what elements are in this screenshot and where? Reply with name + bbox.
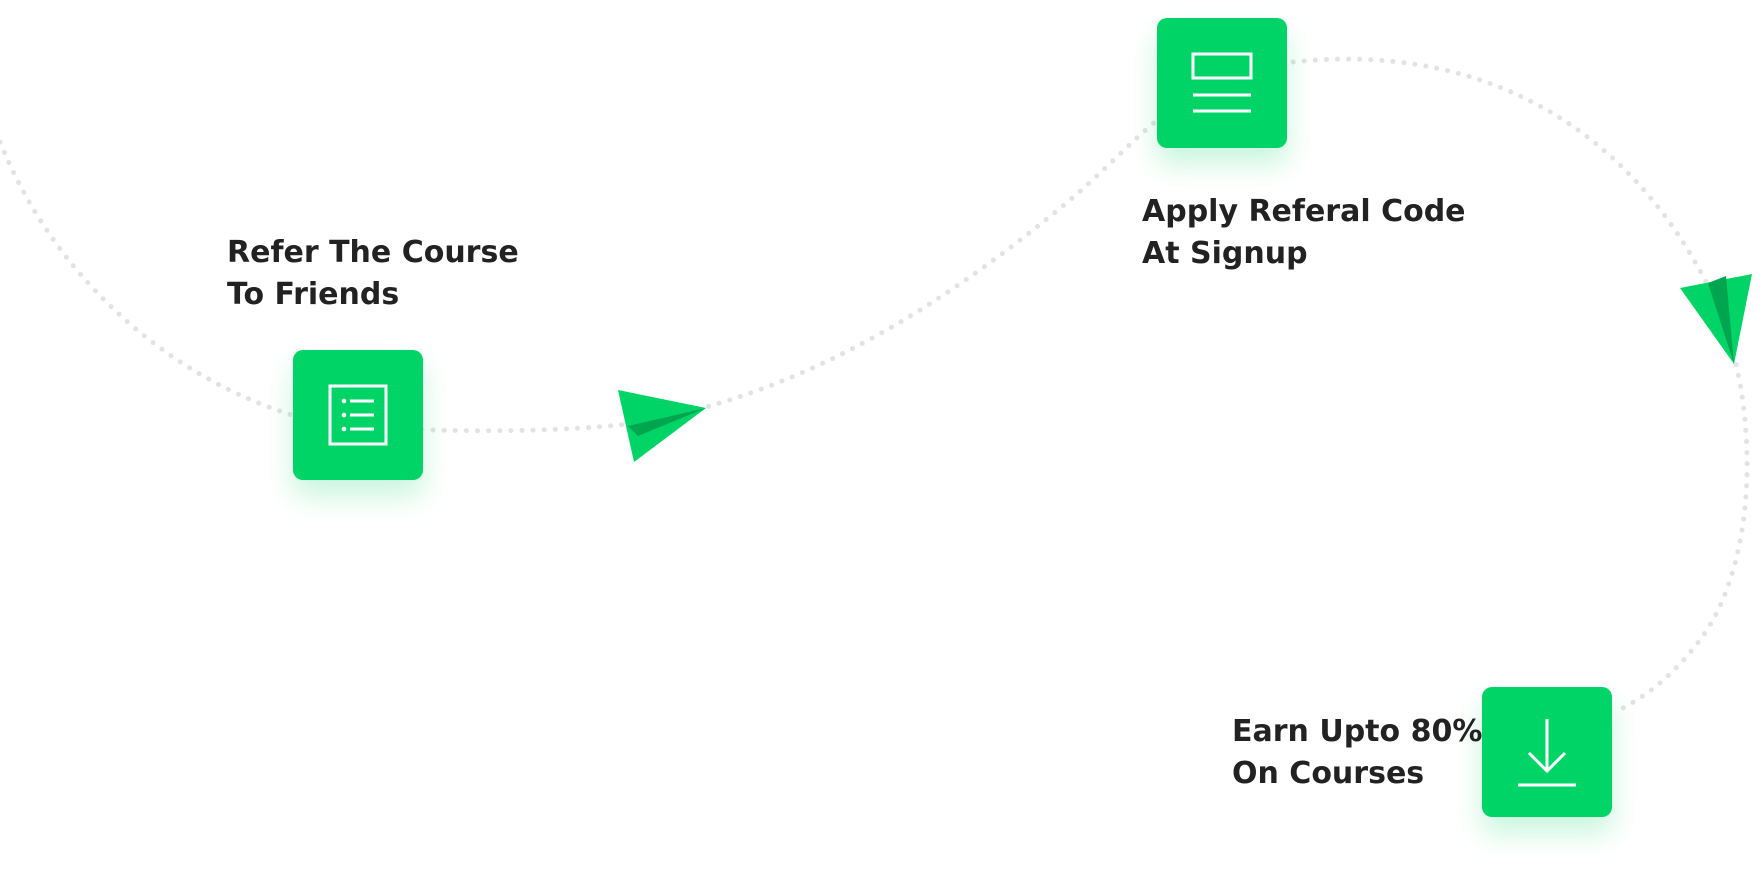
paper-plane-icon — [1680, 274, 1752, 364]
step-2-tile — [1157, 18, 1287, 148]
step-2-label: Apply Referal Code At Signup — [1142, 191, 1466, 275]
step-1-label: Refer The Course To Friends — [227, 232, 519, 316]
list-document-icon — [328, 384, 388, 446]
download-icon — [1518, 719, 1576, 787]
form-document-icon — [1191, 52, 1253, 113]
paper-plane-icon — [618, 390, 706, 462]
step-1-label-line-2: To Friends — [227, 277, 400, 312]
step-3-label: Earn Upto 80% On Courses — [1232, 711, 1482, 795]
step-3-tile — [1482, 687, 1612, 817]
step-1-tile — [293, 350, 423, 480]
step-3-label-line-1: Earn Upto 80% — [1232, 714, 1483, 749]
step-1-label-line-1: Refer The Course — [227, 235, 519, 270]
step-3-label-line-2: On Courses — [1232, 756, 1425, 791]
dotted-connector-path — [0, 56, 1750, 715]
step-2-label-line-2: At Signup — [1142, 236, 1308, 271]
step-2-label-line-1: Apply Referal Code — [1142, 194, 1466, 229]
